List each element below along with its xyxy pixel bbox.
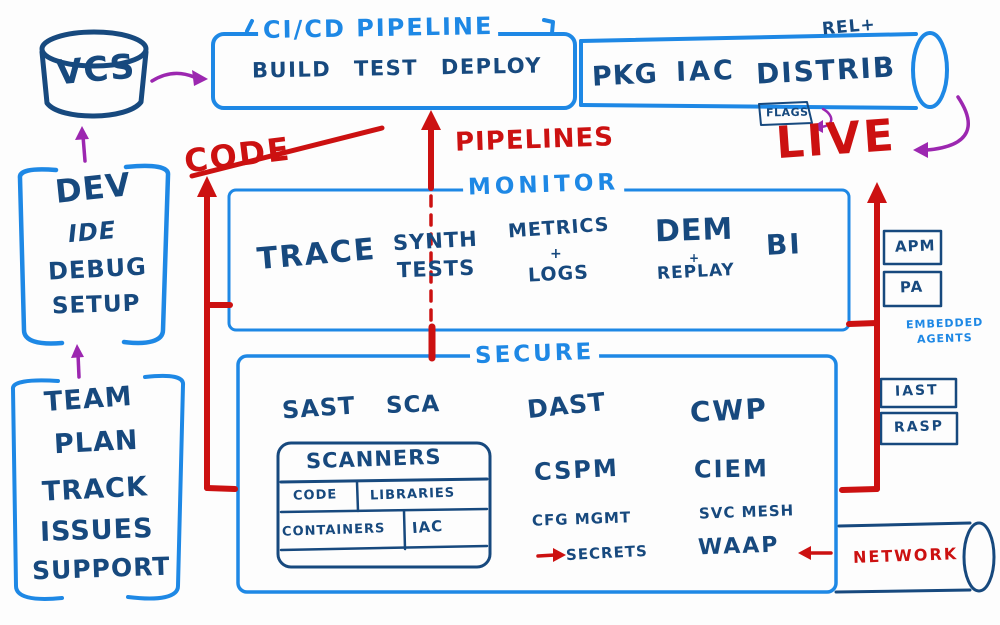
- live-label: LIVE: [774, 109, 899, 170]
- dev-box-brackets: [17, 163, 171, 346]
- rel-plus-label: REL+: [821, 14, 877, 40]
- scanners-iac: IAC: [411, 516, 444, 538]
- team-item-track: TRACK: [41, 471, 149, 508]
- embedded-agents-line2: AGENTS: [916, 331, 973, 346]
- cicd-title: CI/CD PIPELINE: [257, 12, 499, 44]
- iast-label: IAST: [894, 382, 939, 400]
- team-box-brackets: [11, 373, 185, 601]
- secure-ciem: CIEM: [693, 454, 770, 484]
- dev-item-ide: IDE: [66, 215, 118, 249]
- red-left-rail-arrow: [197, 176, 238, 492]
- pa-box-shape: [882, 270, 943, 308]
- arrow-team-to-dev: [71, 344, 84, 379]
- scanners-code: CODE: [292, 487, 338, 504]
- monitor-dem-plus: +: [689, 251, 701, 265]
- scanners-libraries: LIBRARIES: [369, 485, 456, 504]
- monitor-logs: LOGS: [527, 261, 590, 287]
- secure-cspm: CSPM: [533, 453, 620, 487]
- scanners-table-shape: [276, 441, 492, 569]
- monitor-metrics-plus: +: [550, 246, 563, 262]
- red-pipelines-arrow: [421, 110, 441, 362]
- team-item-team: TEAM: [43, 380, 134, 419]
- pipelines-label: PIPELINES: [454, 122, 615, 158]
- pipe-pkg-label: PKG: [591, 58, 659, 93]
- pipe-distrib-label: DISTRIB: [755, 50, 897, 91]
- team-item-issues: ISSUES: [39, 513, 155, 548]
- network-label: NETWORK: [852, 544, 959, 567]
- embedded-agents-line1: EMBEDDED: [905, 315, 984, 332]
- arrow-dev-to-vcs: [75, 126, 89, 163]
- secure-title: SECURE: [469, 339, 600, 369]
- secure-cwp: CWP: [689, 391, 769, 430]
- rasp-label: RASP: [893, 418, 945, 436]
- dev-item-debug: DEBUG: [47, 252, 148, 286]
- vcs-label: VCS: [54, 46, 137, 94]
- dev-item-setup: SETUP: [51, 290, 141, 320]
- red-right-rail-arrow: [839, 182, 887, 493]
- secure-svc-mesh: SVC MESH: [698, 501, 795, 523]
- cicd-steps: BUILD TEST DEPLOY: [251, 53, 543, 83]
- network-cylinder-shape: [834, 521, 996, 594]
- secure-secrets: SECRETS: [565, 541, 649, 565]
- apm-label: APM: [894, 236, 936, 256]
- dev-title: DEV: [53, 165, 133, 211]
- secure-waap: WAAP: [697, 532, 780, 561]
- monitor-dem: DEM: [654, 211, 734, 250]
- secure-cfg-mgmt: CFG MGMT: [531, 508, 632, 530]
- team-item-plan: PLAN: [53, 424, 140, 461]
- monitor-synth: SYNTH: [392, 226, 479, 256]
- monitor-replay: REPLAY: [656, 259, 736, 285]
- pa-label: PA: [899, 277, 924, 297]
- arrow-flags-swirl: [812, 107, 833, 133]
- scanners-containers: CONTAINERS: [281, 521, 386, 540]
- vcs-cylinder-shape: [39, 29, 149, 119]
- pipe-iac-label: IAC: [675, 54, 737, 89]
- iast-box-shape: [879, 377, 958, 409]
- secure-sast: SAST: [281, 391, 357, 425]
- arrow-secrets: [536, 548, 566, 562]
- arrow-vcs-to-cicd: [150, 70, 208, 86]
- monitor-bi: BI: [765, 227, 803, 262]
- apm-box-shape: [882, 229, 943, 266]
- scanners-title: SCANNERS: [305, 444, 442, 474]
- team-item-support: SUPPORT: [31, 551, 171, 586]
- code-slash-stroke: [189, 125, 385, 179]
- flags-box-shape: [758, 101, 813, 126]
- arrow-pipe-to-live: [913, 95, 970, 158]
- release-pipe-cylinder-shape: [579, 31, 949, 110]
- monitor-title: MONITOR: [462, 169, 625, 201]
- arrow-network-to-waap: [798, 546, 833, 560]
- rasp-box-shape: [879, 411, 959, 446]
- secure-sca: SCA: [385, 391, 441, 419]
- monitor-tests: TESTS: [396, 255, 476, 283]
